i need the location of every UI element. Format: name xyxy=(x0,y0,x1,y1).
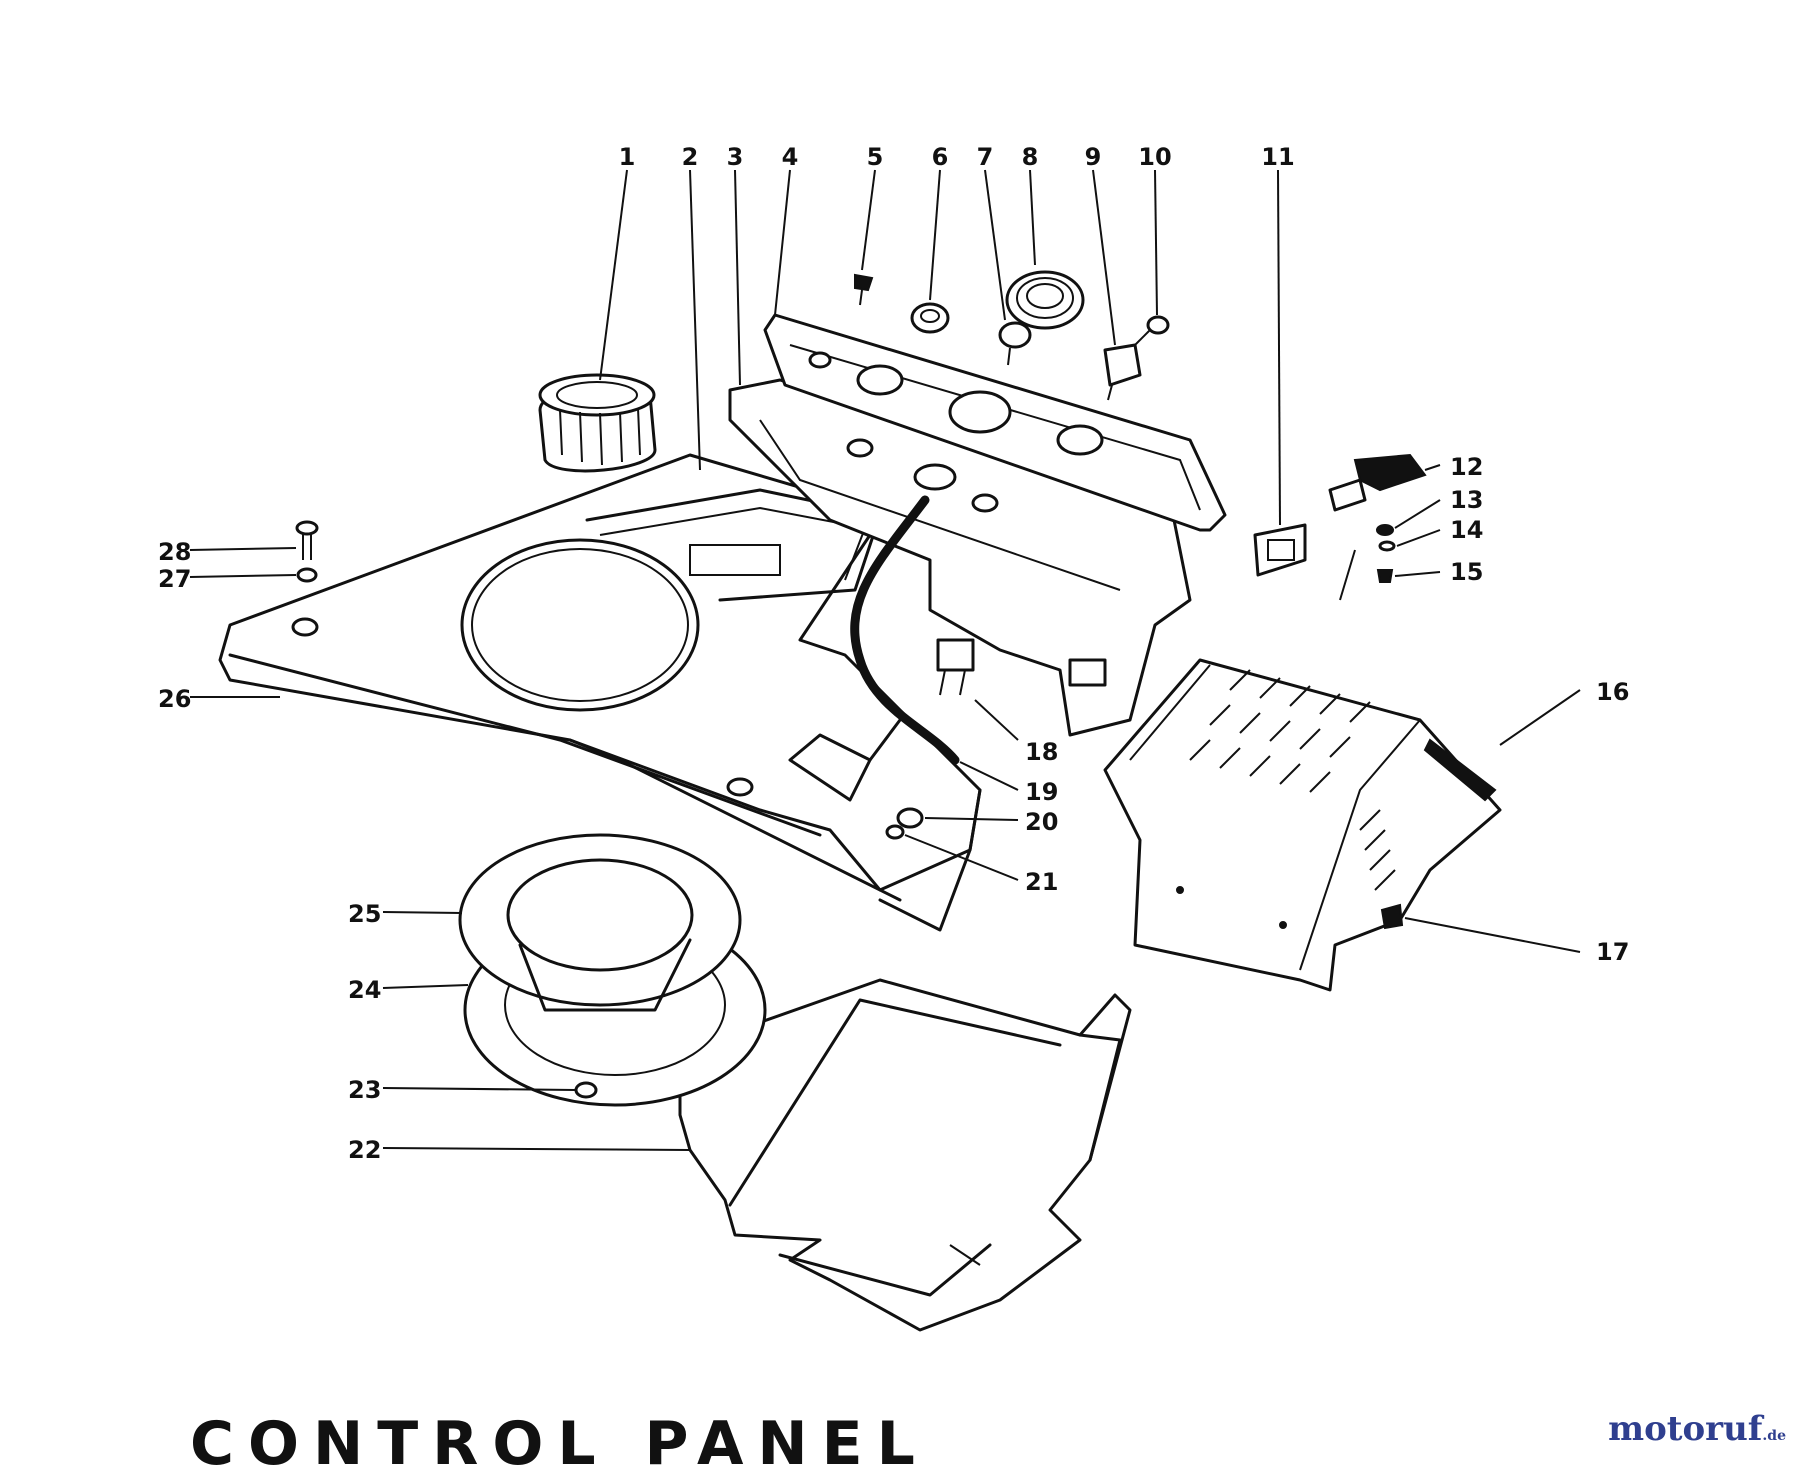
callout-26: 26 xyxy=(158,685,191,713)
screw-17 xyxy=(1380,903,1404,930)
callout-23: 23 xyxy=(348,1076,381,1104)
receptacle-11 xyxy=(1253,523,1307,577)
callout-5: 5 xyxy=(867,143,884,171)
callout-14: 14 xyxy=(1450,516,1483,544)
callout-18: 18 xyxy=(1025,738,1058,766)
callout-7: 7 xyxy=(977,143,994,171)
callout-19: 19 xyxy=(1025,778,1058,806)
callout-22: 22 xyxy=(348,1136,381,1164)
watermark-main: motoruf xyxy=(1608,1409,1763,1449)
fuel-cap xyxy=(538,373,657,473)
engine-cover-16 xyxy=(1103,658,1502,992)
callout-17: 17 xyxy=(1596,938,1629,966)
callout-4: 4 xyxy=(782,143,799,171)
callout-1: 1 xyxy=(619,143,636,171)
watermark-tld: .de xyxy=(1762,1428,1786,1444)
adapter-ring-25 xyxy=(458,833,742,1012)
callout-9: 9 xyxy=(1085,143,1102,171)
leader-lines xyxy=(189,169,1581,1151)
callout-27: 27 xyxy=(158,565,191,593)
callout-11: 11 xyxy=(1261,143,1294,171)
page-title: CONTROL PANEL xyxy=(190,1409,929,1479)
switch-7 xyxy=(998,321,1032,366)
primer-bulb-8 xyxy=(1005,270,1085,330)
grommet-6 xyxy=(910,302,950,334)
callout-3: 3 xyxy=(727,143,744,171)
bolt-28 xyxy=(295,520,319,560)
callout-labels: 1 2 3 4 5 6 7 8 9 10 11 12 13 14 15 16 1… xyxy=(158,143,1629,1164)
callout-28: 28 xyxy=(158,538,191,566)
watermark-logo: motoruf.de xyxy=(1608,1409,1786,1449)
washer-13 xyxy=(1376,524,1394,536)
callout-2: 2 xyxy=(682,143,699,171)
solenoid-12 xyxy=(1328,453,1427,512)
key-10 xyxy=(1134,315,1170,346)
callout-25: 25 xyxy=(348,900,381,928)
screw-20 xyxy=(896,807,924,829)
dash-panel xyxy=(728,378,1192,737)
fastener-23 xyxy=(574,1081,598,1099)
nut-21 xyxy=(885,824,905,840)
lower-housing-22 xyxy=(678,978,1132,1332)
bezel xyxy=(763,313,1227,532)
callout-10: 10 xyxy=(1138,143,1171,171)
callout-20: 20 xyxy=(1025,808,1058,836)
hose-19 xyxy=(850,495,960,765)
screw-5 xyxy=(854,273,874,306)
relay-18 xyxy=(936,638,975,696)
callout-15: 15 xyxy=(1450,558,1483,586)
callout-13: 13 xyxy=(1450,486,1483,514)
callout-21: 21 xyxy=(1025,868,1058,896)
callout-24: 24 xyxy=(348,976,381,1004)
callout-16: 16 xyxy=(1596,678,1629,706)
screw-15 xyxy=(1376,569,1394,583)
callout-8: 8 xyxy=(1022,143,1039,171)
ignition-switch-9 xyxy=(1103,343,1142,401)
washer-27 xyxy=(296,567,318,583)
callout-12: 12 xyxy=(1450,453,1483,481)
callout-6: 6 xyxy=(932,143,949,171)
lockwasher-14 xyxy=(1378,540,1396,552)
solenoid-wire xyxy=(1339,549,1356,601)
